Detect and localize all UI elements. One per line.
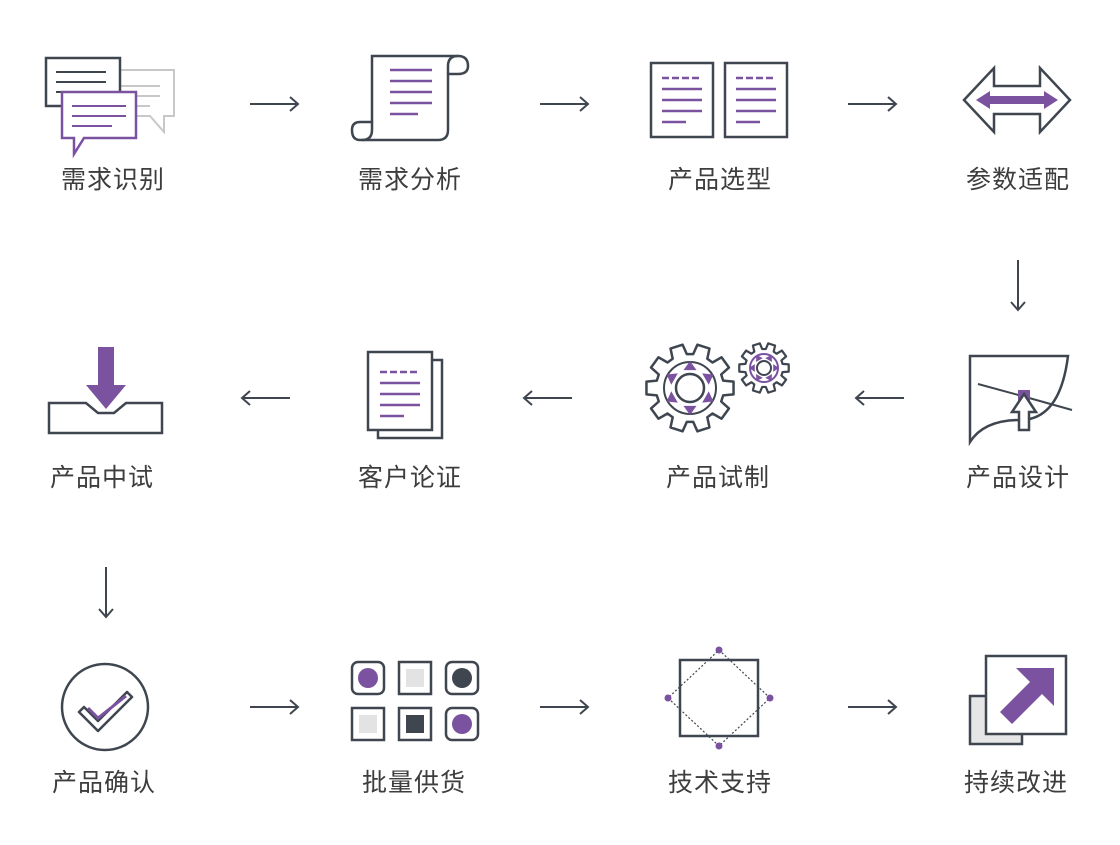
flow-arrow-left-1	[854, 390, 904, 406]
stacked-documents-icon	[366, 350, 444, 440]
step-label-12: 持续改进	[963, 768, 1068, 797]
flow-arrow-down-1	[1010, 260, 1026, 312]
step-label-1: 需求识别	[60, 165, 165, 194]
gears-icon	[645, 342, 790, 433]
large-gear-tooth-mark	[666, 391, 678, 403]
small-gear-tooth-mark	[773, 364, 779, 372]
large-gear-hub	[674, 372, 706, 404]
scroll-document-icon	[350, 54, 470, 142]
step-label-9: 产品确认	[51, 768, 156, 797]
step-label-4: 参数适配	[965, 165, 1070, 194]
step-label-2: 需求分析	[357, 165, 462, 194]
small-gear-tooth-mark	[756, 374, 763, 381]
large-gear-tooth-mark	[702, 373, 714, 385]
two-documents-icon	[649, 61, 789, 139]
flow-arrow-right-3	[848, 96, 898, 112]
double-arrow-icon	[962, 64, 1072, 136]
small-gear-hub	[756, 360, 772, 376]
small-gear-tooth-mark	[765, 355, 772, 362]
check-circle-icon	[60, 662, 150, 752]
step-label-10: 批量供货	[361, 768, 466, 797]
step-label-5: 产品设计	[965, 463, 1070, 492]
large-gear-tooth-mark	[683, 405, 697, 415]
flow-arrow-right-6	[848, 699, 898, 715]
grid-blocks-icon	[350, 660, 480, 742]
design-cursor-icon	[968, 354, 1073, 446]
external-arrow-icon	[968, 654, 1068, 746]
small-gear-tooth-mark	[749, 364, 755, 372]
flow-arrow-right-2	[540, 96, 590, 112]
flow-arrow-down-2	[98, 567, 114, 619]
large-gear-tooth-mark	[666, 373, 678, 385]
square-diamond-icon	[664, 646, 774, 750]
step-label-6: 产品试制	[665, 463, 770, 492]
step-label-11: 技术支持	[667, 768, 772, 797]
flow-arrow-right-5	[540, 699, 590, 715]
flow-arrow-left-3	[240, 390, 290, 406]
download-tray-icon	[47, 347, 164, 435]
flow-arrow-right-4	[250, 699, 300, 715]
step-label-7: 客户论证	[357, 463, 462, 492]
step-label-3: 产品选型	[667, 165, 772, 194]
small-gear-tooth-mark	[756, 355, 763, 362]
flow-arrow-left-2	[522, 390, 572, 406]
chat-bubbles-icon	[44, 56, 175, 159]
large-gear-tooth-mark	[702, 391, 714, 403]
small-gear-tooth-mark	[765, 374, 772, 381]
flow-arrow-right-1	[250, 96, 300, 112]
large-gear-tooth-mark	[683, 361, 697, 371]
step-label-8: 产品中试	[49, 463, 154, 492]
